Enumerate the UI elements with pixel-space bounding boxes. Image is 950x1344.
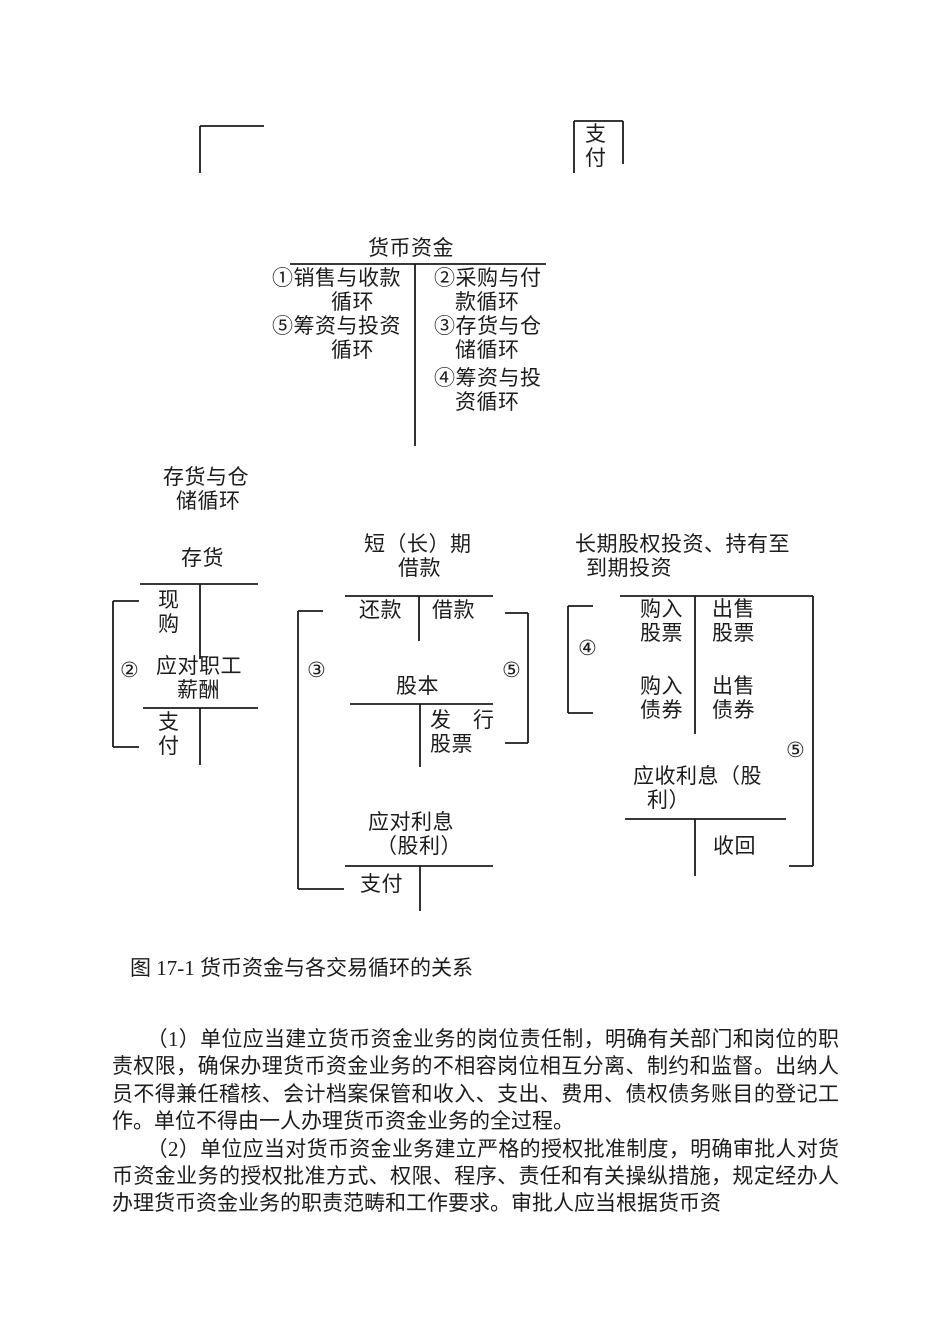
badge-5-right: ⑤ xyxy=(786,738,806,762)
inventory-left-entry: 现 购 xyxy=(158,588,180,636)
loan-account-title-line1: 短（长）期 xyxy=(364,532,472,556)
capital-right-entry-line1: 发 行 xyxy=(430,708,495,732)
investment-account-title-line1: 长期股权投资、持有至 xyxy=(575,532,790,556)
inventory-cycle-label-line1: 存货与仓 xyxy=(163,465,249,489)
monetary-right-item-1b: 款循环 xyxy=(455,290,520,314)
body-text: （1）单位应当建立货币资金业务的岗位责任制，明确有关部门和岗位的职责权限，确保办… xyxy=(112,1026,839,1218)
paragraph-1: （1）单位应当建立货币资金业务的岗位责任制，明确有关部门和岗位的职责权限，确保办… xyxy=(112,1027,839,1134)
investment-account-title-line2: 到期投资 xyxy=(586,556,672,580)
investment-row2-right-entry: 出售 债券 xyxy=(712,674,755,722)
interest-receivable-right-entry: 收回 xyxy=(713,834,756,858)
figure-caption: 图 17-1 货币资金与各交易循环的关系 xyxy=(130,956,473,980)
interest-payable-title-line1: 应对利息 xyxy=(368,810,454,834)
capital-account-title: 股本 xyxy=(396,674,439,698)
investment-row1-right-entry: 出售 股票 xyxy=(712,597,755,645)
monetary-account-title: 货币资金 xyxy=(368,236,454,260)
monetary-right-item-3b: 资循环 xyxy=(455,390,520,414)
capital-right-entry-line2: 股票 xyxy=(430,732,473,756)
badge-5-middle: ⑤ xyxy=(502,658,522,682)
monetary-left-item-1: ①销售与收款 xyxy=(272,266,401,290)
monetary-left-item-1b: 循环 xyxy=(331,290,374,314)
monetary-right-item-3: ④筹资与投 xyxy=(434,366,542,390)
payroll-account-title-line1: 应对职工 xyxy=(156,654,242,678)
monetary-left-item-2b: 循环 xyxy=(331,338,374,362)
monetary-right-item-2b: 储循环 xyxy=(455,338,520,362)
loan-right-entry: 借款 xyxy=(432,598,475,622)
badge-2: ② xyxy=(120,658,140,682)
t-account-rules xyxy=(112,120,814,911)
monetary-left-item-2: ⑤筹资与投资 xyxy=(272,314,401,338)
interest-payable-title-line2: （股利） xyxy=(376,834,462,858)
loan-account-title-line2: 借款 xyxy=(398,556,441,580)
paragraph-2: （2）单位应当对货币资金业务建立严格的授权批准制度，明确审批人对货币资金业务的授… xyxy=(112,1136,839,1216)
payroll-left-entry: 支 付 xyxy=(158,710,180,758)
inventory-cycle-label-line2: 储循环 xyxy=(176,489,241,513)
interest-receivable-title-line2: 利） xyxy=(647,788,690,812)
interest-payable-left-entry: 支付 xyxy=(360,872,403,896)
payroll-account-title-line2: 薪酬 xyxy=(177,678,220,702)
monetary-right-item-1: ②采购与付 xyxy=(434,266,542,290)
loan-left-entry: 还款 xyxy=(359,598,402,622)
interest-receivable-title-line1: 应收利息（股 xyxy=(633,764,762,788)
fragment-payment-label: 支 付 xyxy=(585,122,607,170)
badge-3: ③ xyxy=(307,658,327,682)
badge-4: ④ xyxy=(578,636,598,660)
investment-row1-left-entry: 购入 股票 xyxy=(640,597,683,645)
monetary-right-item-2: ③存货与仓 xyxy=(434,314,542,338)
investment-row2-left-entry: 购入 债券 xyxy=(640,674,683,722)
inventory-account-title: 存货 xyxy=(181,546,224,570)
